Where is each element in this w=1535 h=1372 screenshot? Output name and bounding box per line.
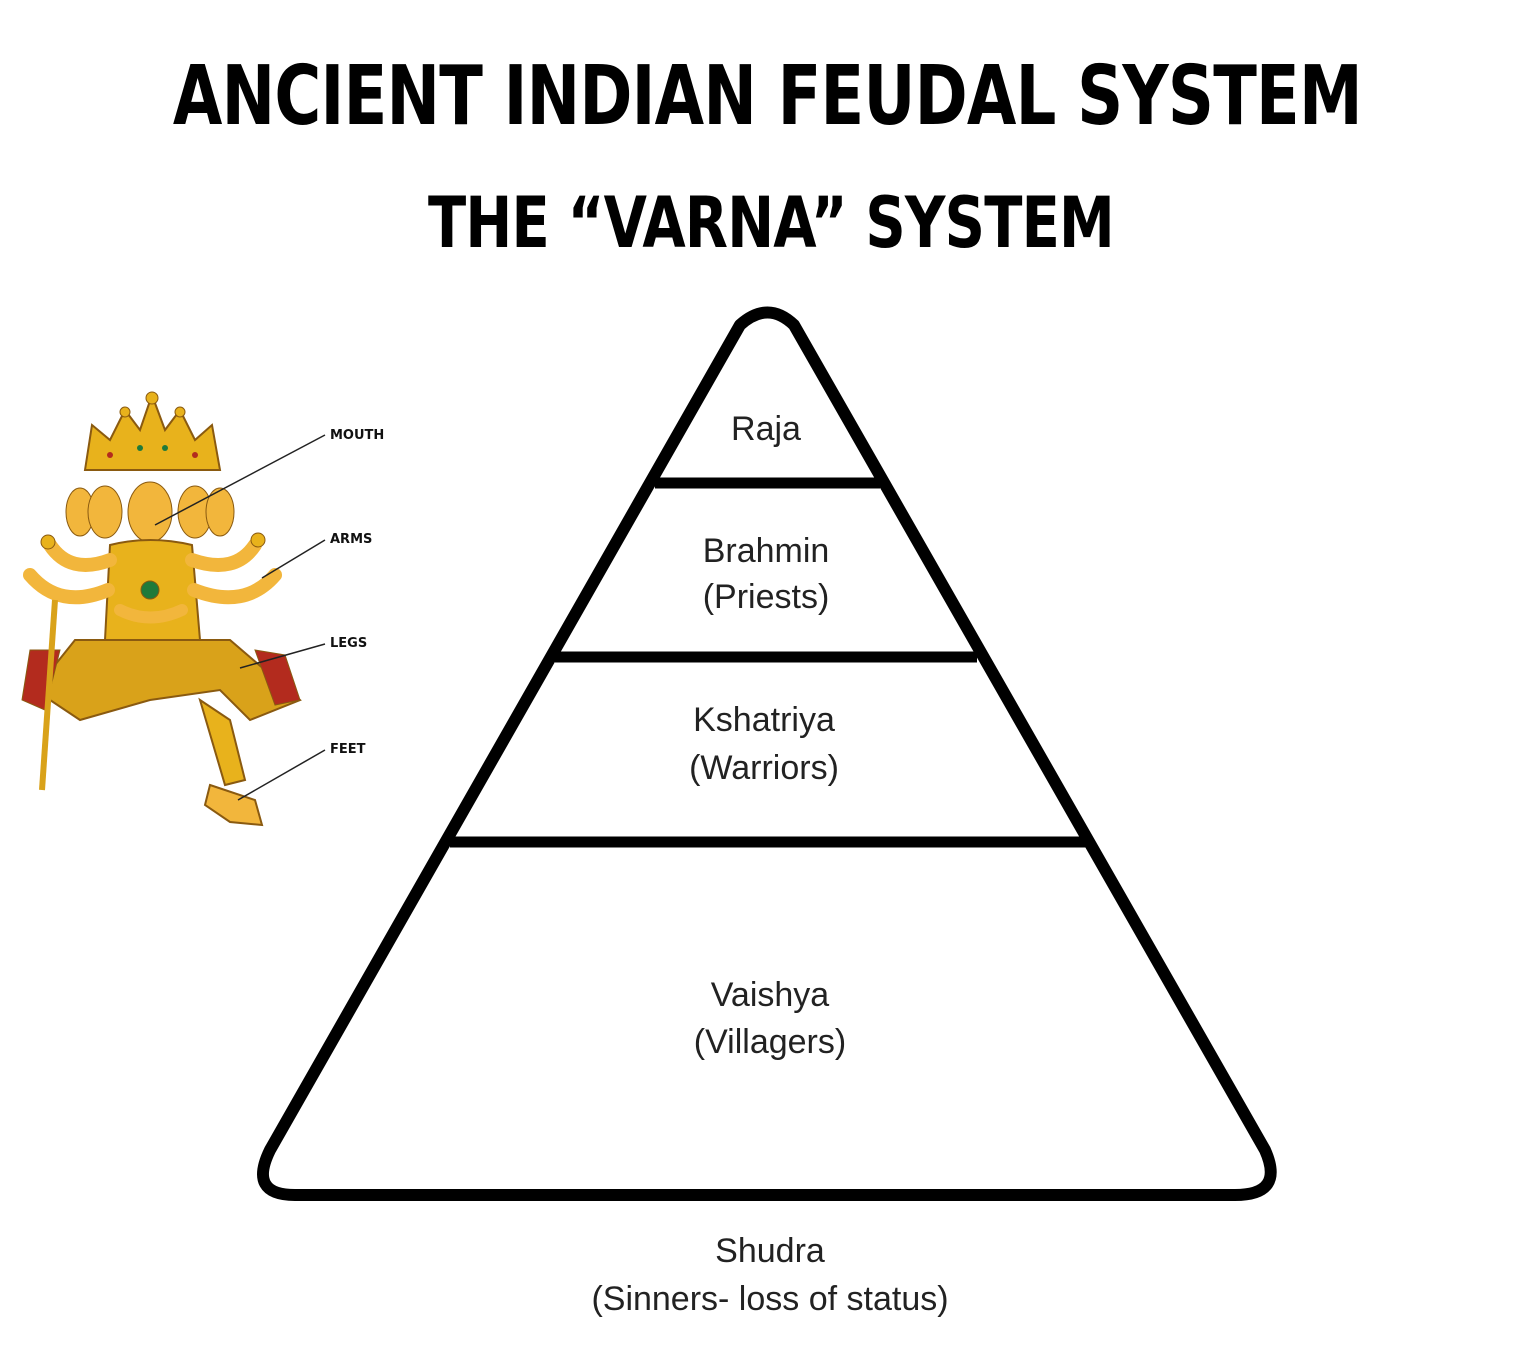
page-title: ANCIENT INDIAN FEUDAL SYSTEM — [172, 49, 1363, 144]
tier-brahmin-name: Brahmin — [703, 532, 830, 570]
tier-brahmin-description: (Priests) — [703, 578, 830, 616]
figure-label-mouth: MOUTH — [330, 428, 384, 443]
tier-raja-name: Raja — [731, 410, 801, 448]
tier-vaishya-description: (Villagers) — [694, 1023, 846, 1061]
figure-label-legs: LEGS — [330, 636, 367, 651]
tier-vaishya-name: Vaishya — [711, 976, 830, 1014]
pyramid-outline — [257, 306, 1277, 1201]
shudra-description: (Sinners- loss of status) — [591, 1280, 948, 1318]
figure-label-feet: FEET — [330, 742, 366, 757]
tier-kshatriya-description: (Warriors) — [689, 749, 839, 787]
figure-label-arms: ARMS — [330, 532, 372, 547]
deity-figure-illustration — [21, 391, 326, 827]
tier-kshatriya-name: Kshatriya — [693, 701, 835, 739]
page-subtitle: THE “VARNA” SYSTEM — [428, 182, 1115, 264]
shudra-name: Shudra — [715, 1232, 825, 1270]
